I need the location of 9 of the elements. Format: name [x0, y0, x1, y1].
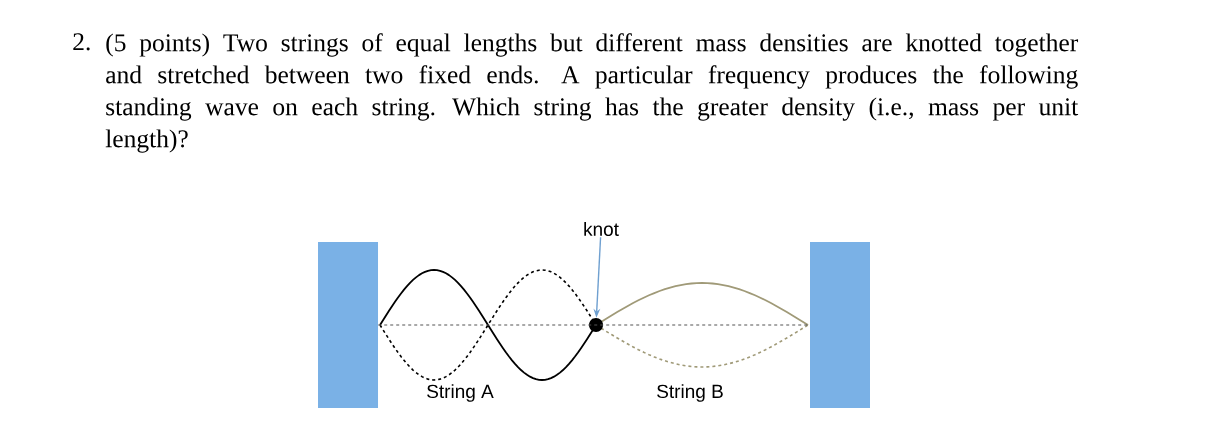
string-label: String A — [427, 384, 494, 402]
equilibrium-line — [377, 324, 811, 326]
fixed-wall — [810, 242, 870, 408]
fixed-wall — [318, 242, 378, 408]
knot-label: knot — [584, 222, 619, 236]
string-label: String B — [657, 384, 723, 402]
question-text: (5 points) Two strings of equal lengths but different mass densities are knotted together and stretched between two fixed ends. A particular frequency produces the following standing wave on each string. Which string has the greater density (i.e., mass per unit length)? — [105, 33, 1079, 153]
question-number: 2. — [73, 33, 90, 51]
knot-dot — [589, 318, 603, 332]
